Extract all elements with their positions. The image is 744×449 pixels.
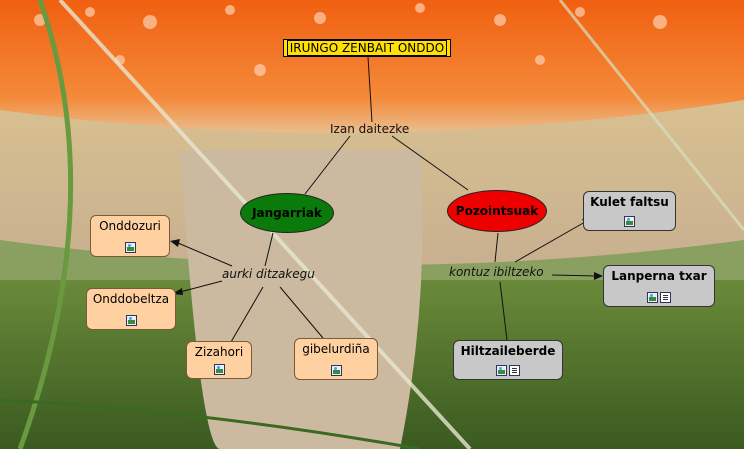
image-icon[interactable] (214, 364, 225, 375)
node-zizahori[interactable]: Zizahori (186, 341, 252, 379)
image-icon[interactable] (496, 365, 507, 376)
edible-fill (241, 194, 333, 232)
node-gibelurdina-label: gibelurdiña (302, 342, 370, 356)
image-icon[interactable] (331, 365, 342, 376)
node-onddobeltza-label: Onddobeltza (93, 292, 169, 306)
image-icon[interactable] (647, 292, 658, 303)
node-kulet-faltsu-label: Kulet faltsu (590, 195, 669, 209)
title-text: IRUNGO ZENBAIT ONDDO (287, 40, 447, 56)
node-onddozuri-label: Onddozuri (99, 219, 161, 233)
link-label-poisonous: kontuz ibiltzeko (449, 265, 544, 279)
node-kulet-faltsu[interactable]: Kulet faltsu (583, 191, 676, 231)
node-edible[interactable]: Jangarriak (240, 193, 334, 233)
node-lanperna-txar-label: Lanperna txar (611, 269, 706, 283)
image-icon[interactable] (624, 216, 635, 227)
node-onddobeltza[interactable]: Onddobeltza (86, 288, 176, 330)
node-zizahori-label: Zizahori (195, 345, 243, 359)
image-icon[interactable] (126, 315, 137, 326)
link-label-edible: aurki ditzakegu (222, 267, 315, 281)
document-icon[interactable] (509, 365, 520, 376)
link-label-main: Izan daitezke (330, 122, 409, 136)
node-lanperna-txar[interactable]: Lanperna txar (603, 265, 715, 307)
concept-map-title[interactable]: IRUNGO ZENBAIT ONDDO (283, 39, 451, 57)
node-hiltzaileberde-label: Hiltzaileberde (461, 344, 556, 358)
node-gibelurdina[interactable]: gibelurdiña (294, 338, 378, 380)
image-icon[interactable] (125, 242, 136, 253)
node-hiltzaileberde[interactable]: Hiltzaileberde (453, 340, 563, 380)
node-poisonous[interactable]: Pozointsuak (447, 190, 547, 232)
poisonous-label: Pozointsuak (456, 204, 538, 218)
document-icon[interactable] (660, 292, 671, 303)
node-onddozuri[interactable]: Onddozuri (90, 215, 170, 257)
